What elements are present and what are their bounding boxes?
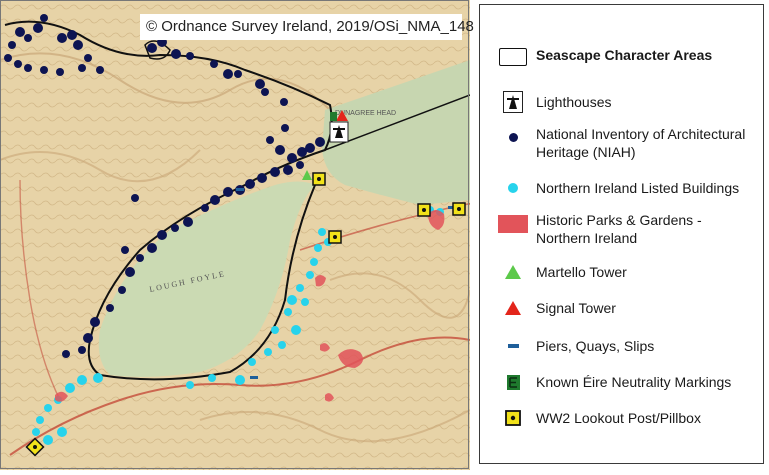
sea-area (322, 60, 470, 205)
cyan-dot-icon (498, 179, 528, 197)
legend-label: Lighthouses (536, 94, 612, 110)
neutrality-marking-icon (498, 373, 528, 391)
listed-building-markers (32, 206, 444, 445)
lighthouse-marker (329, 121, 349, 143)
signal-tower-marker (336, 110, 348, 121)
martello-tower-marker (302, 170, 312, 180)
legend-label: Seascape Character Areas (536, 47, 713, 63)
legend-item-lookout-post: WW2 Lookout Post/Pillbox (480, 407, 763, 429)
legend-label: Known Éire Neutrality Markings (536, 374, 732, 390)
legend-label: Martello Tower (536, 264, 627, 280)
red-triangle-icon (498, 299, 528, 317)
lookout-post-icon (498, 409, 528, 427)
map-panel[interactable]: DUNAGREE HEAD LOUGH FOYLE (0, 0, 474, 470)
historic-park-markers (55, 210, 445, 402)
place-label-dunagree: DUNAGREE HEAD (335, 110, 396, 117)
legend-label: Northern Ireland Listed Buildings (536, 180, 740, 196)
legend-label: Historic Parks & Gardens - Northern Irel… (536, 212, 702, 246)
navy-dot-icon (498, 129, 528, 145)
legend-item-signal-tower: Signal Tower (480, 297, 763, 319)
pier-markers (236, 188, 456, 379)
legend-panel: Seascape Character Areas Lighthouses Nat… (479, 4, 764, 464)
legend-item-historic-parks: Historic Parks & Gardens - Northern Irel… (480, 209, 763, 251)
legend-item-neutrality-markings: Known Éire Neutrality Markings (480, 371, 763, 393)
green-triangle-icon (498, 263, 528, 281)
legend-label: National Inventory of Architectural Heri… (536, 126, 746, 160)
copyright-notice: © Ordnance Survey Ireland, 2019/OSi_NMA_… (140, 14, 474, 40)
legend-item-piers: Piers, Quays, Slips (480, 335, 763, 357)
legend-item-martello-tower: Martello Tower (480, 261, 763, 283)
lighthouse-icon (498, 89, 528, 115)
legend-item-listed-buildings: Northern Ireland Listed Buildings (480, 177, 763, 199)
map-canvas: DUNAGREE HEAD LOUGH FOYLE (0, 0, 473, 470)
legend-item-lighthouses: Lighthouses (480, 89, 763, 115)
legend-item-seascape-areas: Seascape Character Areas (480, 43, 763, 71)
blue-dash-icon (498, 337, 528, 355)
neutrality-marking-marker (330, 112, 337, 121)
niah-markers (4, 14, 325, 358)
lough-foyle (98, 181, 315, 377)
legend-label: Piers, Quays, Slips (536, 338, 655, 354)
legend-label: Signal Tower (536, 300, 616, 316)
lookout-post-markers (25, 172, 466, 457)
legend-item-niah: National Inventory of Architectural Heri… (480, 123, 763, 165)
legend-label: WW2 Lookout Post/Pillbox (536, 410, 701, 426)
area-outline-icon (498, 45, 528, 69)
red-rectangle-icon (498, 213, 528, 235)
